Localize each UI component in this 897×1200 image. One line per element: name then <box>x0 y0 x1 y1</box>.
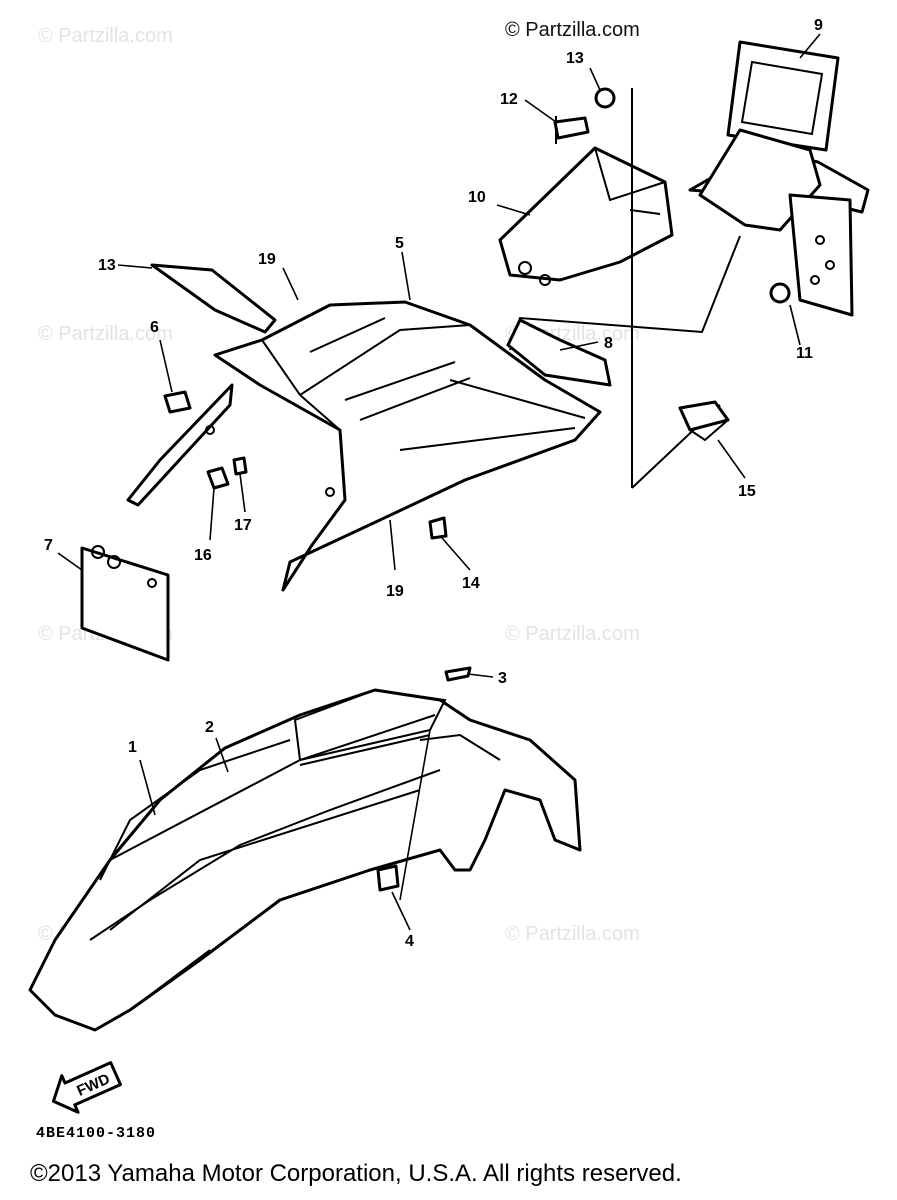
callout-16: 16 <box>194 547 212 564</box>
callout-3: 3 <box>498 670 507 687</box>
leader-lines <box>57 33 821 931</box>
callout-14: 14 <box>462 575 480 592</box>
part-7-number-plate <box>80 545 170 662</box>
copyright-notice: ©2013 Yamaha Motor Corporation, U.S.A. A… <box>30 1160 682 1187</box>
callout-19: 19 <box>258 251 276 268</box>
callout-2: 2 <box>205 719 214 736</box>
part-5-rear-fender <box>126 300 602 592</box>
callout-5: 5 <box>395 235 404 252</box>
part-9-plate-holder <box>688 40 870 317</box>
watermark: © Partzilla.com <box>38 25 173 47</box>
callout-19: 19 <box>386 583 404 600</box>
callout-15: 15 <box>738 483 756 500</box>
callout-6: 6 <box>150 319 159 336</box>
callout-7: 7 <box>44 537 53 554</box>
watermark: © Partzilla.com <box>505 923 640 945</box>
callouts: 1 2 3 4 5 6 7 8 9 10 11 12 13 13 14 15 1… <box>44 17 823 950</box>
callout-10: 10 <box>468 189 486 206</box>
callout-8: 8 <box>604 335 613 352</box>
watermark: © Partzilla.com <box>505 623 640 645</box>
part-8-reflector <box>506 318 612 387</box>
part-1-front-fender <box>28 688 582 1032</box>
watermark: © Partzilla.com <box>38 323 173 345</box>
callout-12: 12 <box>500 91 518 108</box>
top-watermark: © Partzilla.com <box>505 19 640 41</box>
callout-4: 4 <box>405 933 414 950</box>
callout-13: 13 <box>566 50 584 67</box>
callout-13: 13 <box>98 257 116 274</box>
callout-17: 17 <box>234 517 252 534</box>
part-13-strip <box>150 263 277 334</box>
callout-9: 9 <box>814 17 823 34</box>
fwd-arrow-icon: FWD <box>51 1061 122 1114</box>
part-10-tail-light <box>498 146 674 286</box>
callout-11: 11 <box>796 345 813 362</box>
callout-1: 1 <box>128 739 137 756</box>
diagram-code: 4BE4100-3180 <box>36 1125 157 1142</box>
